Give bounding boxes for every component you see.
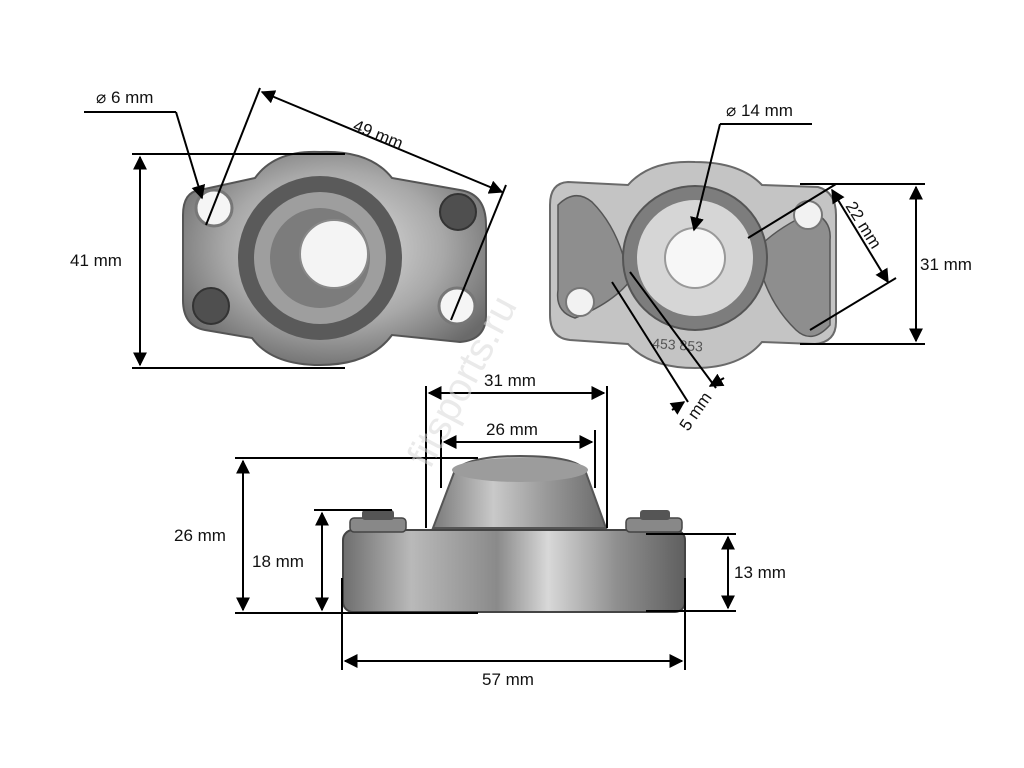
nut-right (625, 517, 683, 533)
inner-top-label: 26 mm (486, 420, 538, 439)
flange-height-label: 13 mm (734, 563, 786, 582)
dims-side: 31 mm 26 mm 26 mm 18 mm 13 mm 57 mm (174, 371, 786, 689)
total-height-label: 26 mm (174, 526, 226, 545)
underside-hole-right (793, 200, 823, 230)
underside-hole-left (565, 287, 595, 317)
height-41-label: 41 mm (70, 251, 122, 270)
bore-diameter-label: ⌀ 14 mm (726, 101, 793, 120)
part-stamp: 453 853 (652, 335, 704, 355)
bolt-head-upper (439, 193, 477, 231)
bolt-height-label: 18 mm (252, 552, 304, 571)
center-bore (299, 219, 369, 289)
stud-left (362, 510, 394, 520)
hole-diameter-label: ⌀ 6 mm (96, 88, 153, 107)
boss-top-face (452, 458, 588, 482)
part-underside-view: 453 853 (549, 160, 837, 370)
outer-top-label: 31 mm (484, 371, 536, 390)
flange-body (342, 529, 686, 613)
nut-left (349, 517, 407, 533)
part-top-view (182, 150, 487, 367)
diagonal-label: 49 mm (351, 116, 406, 153)
width-57-label: 57 mm (482, 670, 534, 689)
slot-width-label: 22 mm (842, 198, 886, 252)
height-31-label: 31 mm (920, 255, 972, 274)
bore-14 (664, 227, 726, 289)
thickness-label: 5 mm (676, 389, 716, 435)
dims-top-left: ⌀ 6 mm 49 mm 41 mm (70, 87, 507, 369)
stud-right (640, 510, 670, 520)
bolt-head-lower (192, 287, 230, 325)
part-side-view (342, 454, 686, 613)
